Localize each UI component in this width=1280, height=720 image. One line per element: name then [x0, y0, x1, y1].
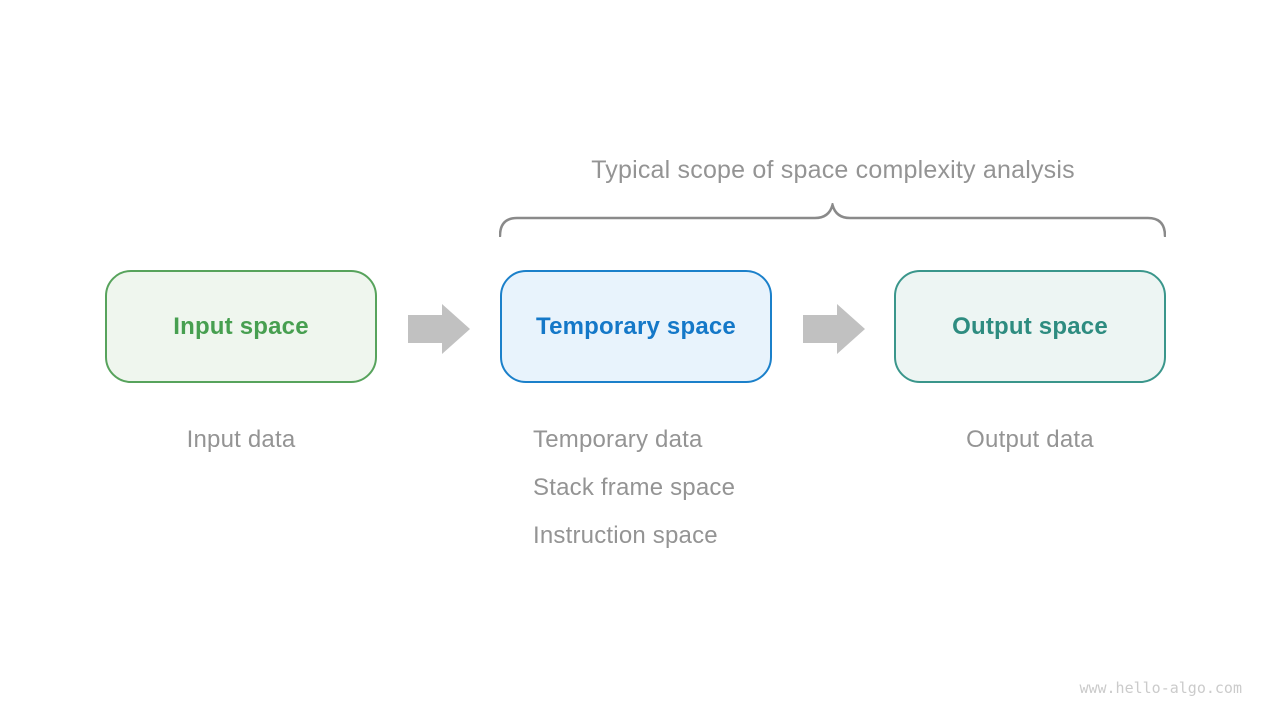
diagram-title: Typical scope of space complexity analys… [591, 156, 1075, 184]
arrow-right-icon [803, 304, 865, 354]
node-temporary-space-label: Temporary space [536, 312, 736, 340]
watermark: www.hello-algo.com [1079, 679, 1242, 697]
sublabel-output-data: Output data [966, 426, 1094, 453]
node-input-space: Input space [105, 270, 377, 383]
sublabel-temporary-data: Temporary data [533, 426, 703, 453]
curly-brace-icon [499, 203, 1166, 237]
node-temporary-space: Temporary space [500, 270, 772, 383]
arrow-right-icon [408, 304, 470, 354]
sublabel-stack-frame-space: Stack frame space [533, 474, 736, 501]
node-output-space-label: Output space [952, 312, 1108, 340]
node-input-space-label: Input space [173, 312, 309, 340]
sublabel-instruction-space: Instruction space [533, 522, 718, 549]
arrow-right-shape [803, 304, 865, 354]
curly-brace-path [499, 203, 1166, 237]
arrow-right-shape [408, 304, 470, 354]
node-output-space: Output space [894, 270, 1166, 383]
sublabel-input-data: Input data [186, 426, 296, 453]
sublabel-temporary-list: Temporary data Stack frame space Instruc… [533, 416, 735, 560]
